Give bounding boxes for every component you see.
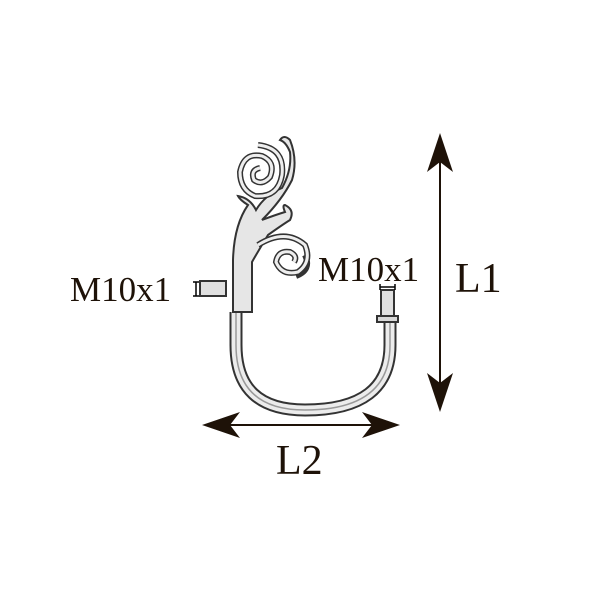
hook-illustration [193,136,399,417]
right-thread-label: M10x1 [318,250,420,289]
left-threaded-stub [199,280,227,297]
l2-label: L2 [276,438,323,484]
dimension-arrows [202,133,453,438]
right-collar [376,315,399,323]
l1-label: L1 [455,256,502,302]
l1-arrowhead-bottom [427,373,453,412]
right-thread-marker [379,284,396,290]
left-thread-marker [193,281,199,297]
l1-arrowhead-top [427,133,453,172]
ornamental-stem [232,136,296,313]
l2-arrowhead-right [362,412,400,438]
l2-arrowhead-left [202,412,240,438]
right-threaded-stub [380,289,395,319]
left-thread-label: M10x1 [70,270,172,309]
